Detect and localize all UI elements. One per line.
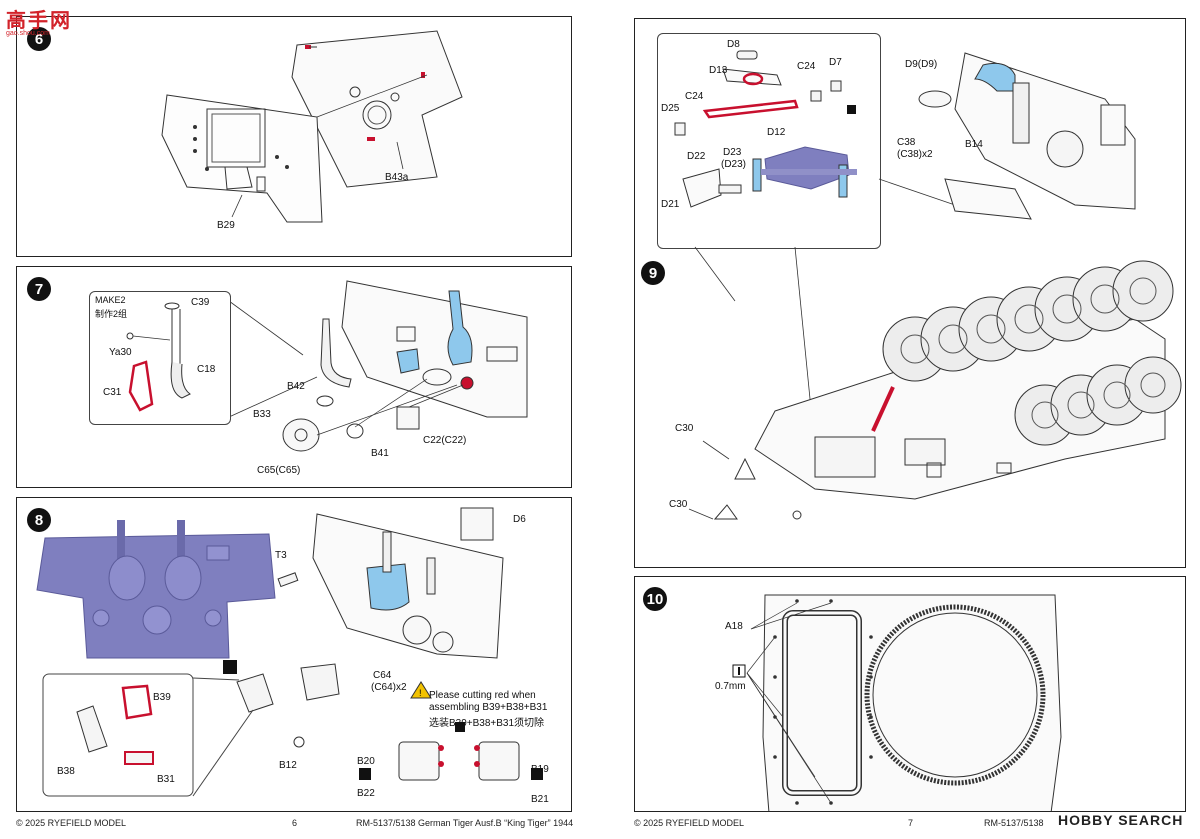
hobby-search-logo: HOBBY SEARCH: [1058, 812, 1184, 828]
cutting-note-line-2: assembling B39+B38+B31: [429, 702, 548, 713]
part-label-d6: D6: [513, 514, 526, 525]
inset-label-d23: D23: [723, 147, 742, 158]
inset-title-make2: MAKE2: [95, 295, 126, 305]
part-label-b19: B19: [531, 764, 549, 775]
part-label-c38-x2: (C38)x2: [897, 149, 933, 160]
step-9-panel: 9: [634, 18, 1186, 568]
part-label-c22: C22(C22): [423, 435, 467, 446]
inset-label-d8: D8: [727, 39, 740, 50]
part-label-b41: B41: [371, 448, 389, 459]
part-label-c30-lower: C30: [669, 499, 688, 510]
step-6-number: 6: [27, 27, 51, 51]
part-label-b14: B14: [965, 139, 983, 150]
instruction-page-left: 6 B43a B29: [16, 16, 574, 828]
inset-label-d23-paren: (D23): [721, 159, 747, 170]
footer-title-right: RM-5137/5138: [984, 818, 1044, 828]
part-label-c31: C31: [103, 387, 122, 398]
inset-diagram: [126, 302, 191, 412]
part-label-c39: C39: [191, 297, 210, 308]
inset-label-d22: D22: [687, 151, 706, 162]
footer-page-number-right: 7: [908, 818, 914, 828]
inset-label-d7: D7: [829, 57, 842, 68]
footer-title-left: RM-5137/5138 German Tiger Ausf.B “King T…: [356, 818, 574, 828]
step-8-number: 8: [27, 508, 51, 532]
step-8-diagram: !: [36, 507, 543, 797]
inset-label-d12: D12: [767, 127, 786, 138]
part-label-b42: B42: [287, 381, 305, 392]
step-7-panel: 7 MAKE2 制作2组 C39 Ya30 C18 C31: [16, 266, 572, 488]
step-7-number: 7: [27, 277, 51, 301]
part-label-b33: B33: [253, 409, 271, 420]
step-6-diagram: [161, 30, 463, 223]
part-label-b43a: B43a: [385, 172, 409, 183]
step-7-diagram: [228, 280, 528, 452]
part-label-b21: B21: [531, 794, 549, 805]
part-label-c30-upper: C30: [675, 423, 694, 434]
part-label-d9: D9(D9): [905, 59, 938, 70]
step-9-diagram: [674, 50, 1182, 520]
part-label-b39: B39: [153, 692, 171, 703]
instruction-page-right: 9: [600, 0, 1200, 839]
step-7-inset: [89, 291, 231, 425]
cutting-note-line-1: Please cutting red when: [429, 690, 536, 701]
part-label-c38: C38: [897, 137, 916, 148]
inset-title-cn: 制作2组: [95, 309, 128, 319]
step-6-panel: 6 B43a B29: [16, 16, 572, 257]
part-label-ya30: Ya30: [109, 347, 132, 358]
step-9-number: 9: [641, 261, 665, 285]
svg-text:!: !: [419, 688, 422, 698]
inset-label-c24-top: C24: [797, 61, 816, 72]
part-label-c64-x2: (C64)x2: [371, 682, 407, 693]
footer-page-number-left: 6: [292, 818, 298, 828]
site-watermark-logo: 高手网 gao.shou.com: [6, 4, 72, 37]
inset-label-c24-left: C24: [685, 91, 704, 102]
step-9-inset: [657, 33, 881, 249]
part-label-b38: B38: [57, 766, 75, 777]
part-label-b31: B31: [157, 774, 175, 785]
watermark-text: 高手网: [6, 10, 72, 32]
part-label-b12: B12: [279, 760, 297, 771]
drill-size-label: 0.7mm: [715, 681, 746, 692]
part-label-c65: C65(C65): [257, 465, 301, 476]
part-label-c64: C64: [373, 670, 392, 681]
inset-label-d21: D21: [661, 199, 680, 210]
step-10-diagram: [732, 594, 1062, 811]
part-label-b29: B29: [217, 220, 235, 231]
footer-copyright-right: © 2025 RYEFIELD MODEL: [634, 818, 745, 828]
inset-label-d25: D25: [661, 103, 680, 114]
part-label-a18: A18: [725, 621, 743, 632]
footer-copyright-left: © 2025 RYEFIELD MODEL: [16, 818, 127, 828]
step-10-number: 10: [643, 587, 667, 611]
cutting-note-line-3: 选装B39+B38+B31须切除: [429, 718, 545, 729]
step-8-panel: 8: [16, 497, 572, 812]
part-label-b22: B22: [357, 788, 375, 799]
part-label-b20: B20: [357, 756, 375, 767]
part-label-c18: C18: [197, 364, 216, 375]
watermark-subtext: gao.shou.com: [6, 30, 50, 37]
part-label-t3: T3: [275, 550, 287, 561]
inset-label-d13: D13: [709, 65, 728, 76]
step-10-panel: 10: [634, 576, 1186, 812]
